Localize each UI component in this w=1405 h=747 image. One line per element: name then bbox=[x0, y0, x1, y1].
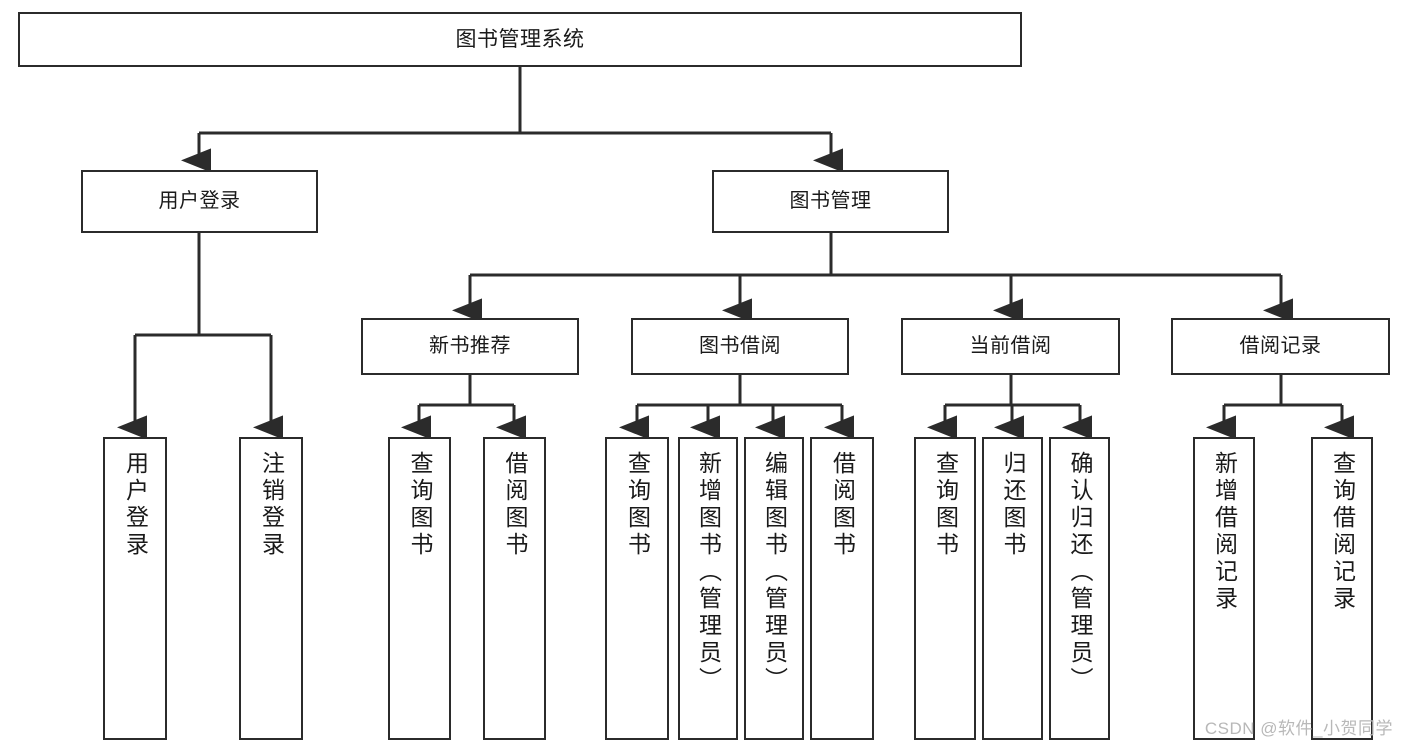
node-label: 图书借阅 bbox=[699, 335, 781, 358]
leaf-borrow-record-add[interactable]: 新增借阅记录 bbox=[1193, 437, 1255, 740]
leaf-book-borrow-query[interactable]: 查询图书 bbox=[605, 437, 669, 740]
leaf-current-borrow-return[interactable]: 归还图书 bbox=[982, 437, 1043, 740]
leaf-borrow-record-query[interactable]: 查询借阅记录 bbox=[1311, 437, 1373, 740]
node-label: 借阅图书 bbox=[502, 451, 528, 559]
node-book-borrow[interactable]: 图书借阅 bbox=[631, 318, 849, 375]
node-label: 借阅图书 bbox=[829, 451, 856, 559]
watermark-text: CSDN @软件_小贺同学 bbox=[1204, 719, 1393, 738]
node-book-management[interactable]: 图书管理 bbox=[712, 170, 949, 233]
node-label: 新书推荐 bbox=[429, 335, 511, 358]
node-label: 查询图书 bbox=[407, 451, 433, 559]
node-label: 图书管理系统 bbox=[455, 27, 585, 51]
node-label: 查询图书 bbox=[932, 451, 959, 559]
node-current-borrow[interactable]: 当前借阅 bbox=[901, 318, 1120, 375]
leaf-current-borrow-confirm-return[interactable]: 确认归还（管理员） bbox=[1049, 437, 1110, 740]
node-label: 借阅记录 bbox=[1239, 335, 1322, 358]
leaf-book-borrow-lend[interactable]: 借阅图书 bbox=[810, 437, 874, 740]
leaf-book-borrow-add[interactable]: 新增图书（管理员） bbox=[678, 437, 738, 740]
node-label: 用户登录 bbox=[122, 451, 149, 559]
node-label: 归还图书 bbox=[1000, 451, 1026, 559]
node-user-login[interactable]: 用户登录 bbox=[81, 170, 318, 233]
node-root-system[interactable]: 图书管理系统 bbox=[18, 12, 1022, 67]
node-label: 新增图书（管理员） bbox=[695, 451, 722, 694]
node-label: 确认归还（管理员） bbox=[1067, 451, 1093, 694]
leaf-user-login-signin[interactable]: 用户登录 bbox=[103, 437, 167, 740]
node-label: 查询借阅记录 bbox=[1329, 451, 1356, 613]
node-label: 注销登录 bbox=[258, 451, 285, 559]
node-label: 图书管理 bbox=[789, 190, 872, 213]
leaf-new-book-borrow[interactable]: 借阅图书 bbox=[483, 437, 546, 740]
node-label: 用户登录 bbox=[158, 190, 241, 213]
node-borrow-record[interactable]: 借阅记录 bbox=[1171, 318, 1390, 375]
node-label: 查询图书 bbox=[624, 451, 651, 559]
leaf-user-login-signout[interactable]: 注销登录 bbox=[239, 437, 303, 740]
leaf-book-borrow-edit[interactable]: 编辑图书（管理员） bbox=[744, 437, 804, 740]
leaf-current-borrow-query[interactable]: 查询图书 bbox=[914, 437, 976, 740]
leaf-new-book-query[interactable]: 查询图书 bbox=[388, 437, 451, 740]
node-label: 新增借阅记录 bbox=[1211, 451, 1238, 613]
node-new-book-recommend[interactable]: 新书推荐 bbox=[361, 318, 579, 375]
node-label: 当前借阅 bbox=[969, 335, 1052, 358]
node-label: 编辑图书（管理员） bbox=[761, 451, 788, 694]
